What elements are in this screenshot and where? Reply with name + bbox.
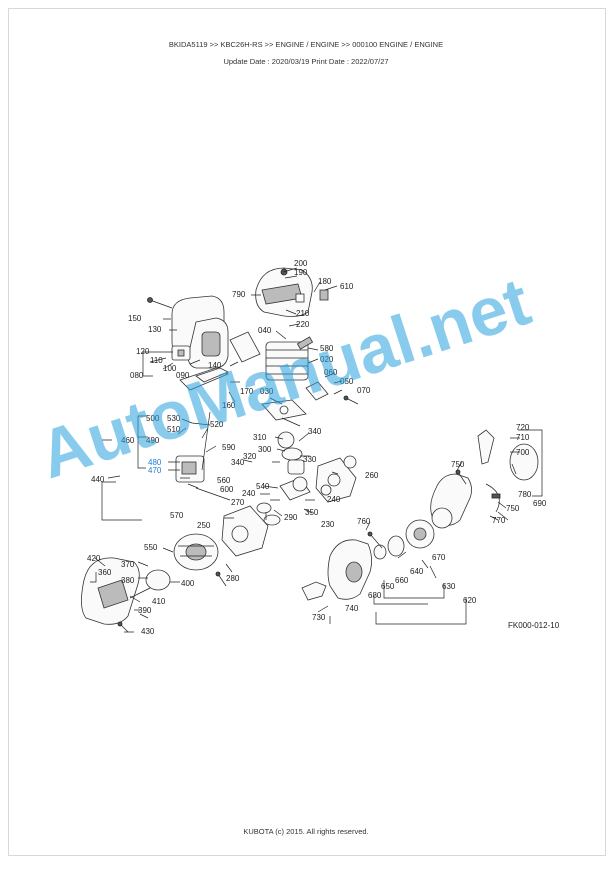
callout-label: 370 (121, 560, 135, 569)
callout-label: 760 (357, 517, 371, 526)
callout-label: 460 (121, 436, 135, 445)
callout-label: 110 (150, 356, 163, 365)
callout-label: 340 (231, 458, 245, 467)
callout-label: 180 (318, 277, 332, 286)
callout-label: 730 (312, 613, 326, 622)
callout-label: 040 (258, 326, 272, 335)
callout-label: 410 (152, 597, 166, 606)
callout-label: 650 (381, 582, 395, 591)
callout-label: 610 (340, 282, 354, 291)
callout-label: 540 (256, 482, 270, 491)
callout-label: 580 (320, 344, 334, 353)
date-info: Update Date : 2020/03/19 Print Date : 20… (223, 57, 389, 66)
callout-labels: 200 190 180 610 790 150 130 210 220 040 … (87, 259, 547, 636)
callout-label: 210 (296, 309, 310, 318)
callout-label: 710 (516, 433, 530, 442)
callout-label: 320 (243, 452, 257, 461)
callout-label: 090 (176, 371, 190, 380)
callout-label: 700 (516, 448, 530, 457)
callout-label: 220 (296, 320, 310, 329)
callout-label: 170 (240, 387, 254, 396)
figure-code: FK000-012-10 (508, 621, 560, 630)
callout-label: 150 (128, 314, 142, 323)
page-frame (8, 8, 606, 856)
callout-label: 340 (308, 427, 322, 436)
callout-label-highlighted: 480 (148, 458, 162, 467)
callout-label: 560 (217, 476, 231, 485)
callout-label: 420 (87, 554, 101, 563)
callout-label: 060 (324, 368, 338, 377)
callout-label: 640 (410, 567, 424, 576)
callout-label: 680 (368, 591, 382, 600)
callout-label: 330 (303, 455, 317, 464)
callout-label: 490 (146, 436, 160, 445)
callout-label: 380 (121, 576, 135, 585)
callout-label: 520 (210, 420, 224, 429)
callout-label: 300 (258, 445, 272, 454)
callout-label: 530 (167, 414, 181, 423)
callout-label: 630 (442, 582, 456, 591)
callout-label: 080 (130, 371, 144, 380)
callout-label: 720 (516, 423, 530, 432)
callout-label: 120 (136, 347, 150, 356)
footer-copyright: KUBOTA (c) 2015. All rights reserved. (243, 827, 369, 836)
callout-label: 510 (167, 425, 181, 434)
callout-label: 290 (284, 513, 298, 522)
callout-label: 140 (208, 361, 222, 370)
callout-label: 240 (327, 495, 341, 504)
callout-label: 250 (197, 521, 211, 530)
callout-label: 270 (231, 498, 245, 507)
callout-label: 050 (340, 377, 354, 386)
callout-label: 690 (533, 499, 547, 508)
callout-label: 200 (294, 259, 308, 268)
callout-label: 550 (144, 543, 158, 552)
callout-label: 500 (146, 414, 160, 423)
callout-label: 360 (98, 568, 112, 577)
callout-label: 570 (170, 511, 184, 520)
callout-label: 190 (294, 268, 308, 277)
callout-label: 400 (181, 579, 195, 588)
callout-label: 600 (220, 485, 234, 494)
callout-label: 030 (260, 387, 274, 396)
callout-label: 780 (518, 490, 532, 499)
callout-label: 230 (321, 520, 335, 529)
callout-label: 790 (232, 290, 246, 299)
callout-label-highlighted: 470 (148, 466, 162, 475)
callout-label: 740 (345, 604, 359, 613)
callout-label: 310 (253, 433, 267, 442)
callout-label: 440 (91, 475, 105, 484)
breadcrumb: BKIDA5119 >> KBC26H-RS >> ENGINE / ENGIN… (168, 40, 444, 49)
callout-label: 620 (463, 596, 477, 605)
callout-label: 260 (365, 471, 379, 480)
callout-label: 160 (222, 401, 236, 410)
callout-label: 350 (305, 508, 319, 517)
callout-label: 130 (148, 325, 162, 334)
callout-label: 660 (395, 576, 409, 585)
callout-label: 070 (357, 386, 371, 395)
callout-label: 100 (163, 364, 177, 373)
callout-label: 670 (432, 553, 446, 562)
callout-label: 430 (141, 627, 155, 636)
callout-label: 280 (226, 574, 240, 583)
callout-label: 020 (320, 355, 334, 364)
callout-label: 750 (451, 460, 465, 469)
callout-label: 770 (492, 516, 506, 525)
callout-label: 240 (242, 489, 256, 498)
callout-label: 390 (138, 606, 152, 615)
callout-label: 590 (222, 443, 236, 452)
callout-label: 750 (506, 504, 520, 513)
